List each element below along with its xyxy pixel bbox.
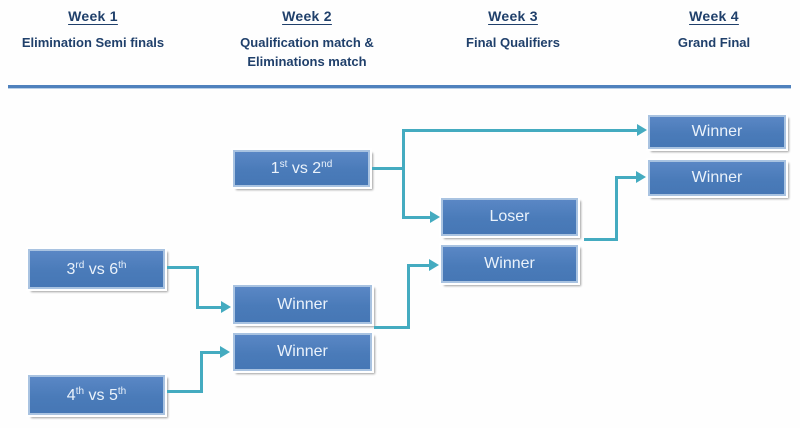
- connector-winner-to-grand-final: [402, 129, 638, 132]
- header-divider-line: [8, 85, 791, 89]
- connector-qual-match-branch-vertical: [402, 129, 405, 219]
- week2-winner-top-box: Winner: [233, 285, 372, 324]
- match-label-3rd-vs-6th: 3rd vs 6th: [66, 259, 127, 278]
- match-box-1st-vs-2nd: 1st vs 2nd: [233, 150, 370, 187]
- connector-final-qualifier-into-box: [615, 176, 638, 179]
- header-week-4: Week 4 Grand Final: [619, 8, 800, 52]
- arrowhead-to-week3-loser: [430, 211, 440, 223]
- week2-winner-bottom-box: Winner: [233, 333, 372, 371]
- arrowhead-to-week4-winner-top: [637, 124, 647, 136]
- week3-loser-box: Loser: [441, 198, 578, 236]
- match-label-1st-vs-2nd: 1st vs 2nd: [270, 159, 333, 177]
- connector-3v6-into-winner: [196, 306, 223, 309]
- week-3-title: Week 3: [488, 8, 538, 24]
- week2-winner-bottom-label: Winner: [277, 343, 328, 360]
- week3-winner-label: Winner: [484, 255, 535, 272]
- connector-elims-winner-into-box: [407, 264, 431, 267]
- match-box-3rd-vs-6th: 3rd vs 6th: [28, 249, 165, 289]
- connector-final-qualifier-vertical: [615, 176, 618, 241]
- week-4-subtitle: Grand Final: [677, 35, 751, 50]
- connector-4v5-into-winner: [200, 351, 222, 354]
- week-2-subtitle-line-1: Qualification match &: [240, 35, 374, 50]
- arrowhead-to-week4-winner-bottom: [636, 171, 646, 183]
- match-box-4th-vs-5th: 4th vs 5th: [28, 375, 165, 415]
- week3-winner-box: Winner: [441, 245, 578, 283]
- connector-4v5-vertical: [200, 351, 203, 393]
- week-4-title: Week 4: [689, 8, 739, 24]
- week3-loser-label: Loser: [489, 208, 530, 225]
- week-1-subtitle: Elimination Semi finals: [21, 35, 165, 50]
- connector-qual-match-stub: [372, 167, 404, 170]
- connector-elims-winner-horizontal: [374, 326, 410, 329]
- connector-final-qualifier-horizontal: [584, 238, 618, 241]
- week4-winner-top-box: Winner: [648, 115, 786, 149]
- header-week-2: Week 2 Qualification match & Elimination…: [212, 8, 402, 71]
- connector-4v5-horizontal: [167, 390, 203, 393]
- arrowhead-to-week2-winner-bottom: [220, 346, 230, 358]
- header-week-1: Week 1 Elimination Semi finals: [0, 8, 188, 52]
- week-3-subtitle: Final Qualifiers: [466, 35, 560, 50]
- arrowhead-to-week3-winner: [429, 259, 439, 271]
- match-label-4th-vs-5th: 4th vs 5th: [66, 385, 127, 404]
- arrowhead-to-week2-winner-top: [221, 301, 231, 313]
- connector-elims-winner-vertical: [407, 264, 410, 329]
- week4-winner-bottom-label: Winner: [691, 169, 743, 186]
- week4-winner-top-label: Winner: [691, 123, 743, 140]
- connector-3v6-horizontal: [167, 266, 199, 269]
- connector-loser-to-final-qualifier: [402, 216, 432, 219]
- week2-winner-top-label: Winner: [277, 295, 328, 313]
- week-2-subtitle-line-2: Eliminations match: [247, 54, 367, 69]
- connector-3v6-vertical: [196, 266, 199, 309]
- week-2-title: Week 2: [282, 8, 332, 24]
- header-week-3: Week 3 Final Qualifiers: [418, 8, 608, 52]
- week-1-title: Week 1: [68, 8, 118, 24]
- week4-winner-bottom-box: Winner: [648, 160, 786, 196]
